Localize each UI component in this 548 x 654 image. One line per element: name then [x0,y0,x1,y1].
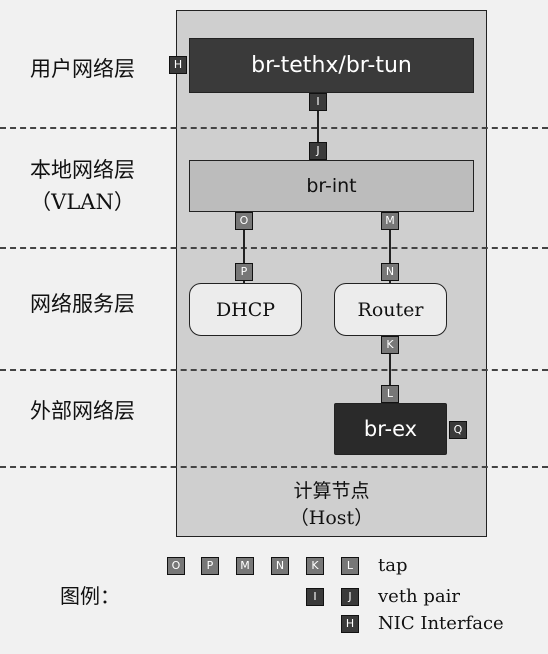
port-p: P [235,263,253,281]
legend-label-tap: tap [378,555,408,576]
legend-port-n: N [271,557,289,575]
legend-port-j: J [341,588,359,606]
legend-label-veth: veth pair [378,586,460,607]
host-subtitle: （Host） [289,507,374,529]
layer-label-service: 网络服务层 [30,292,135,316]
legend-port-k: K [306,557,324,575]
legend-port-l: L [341,557,359,575]
router-node: Router [334,283,447,336]
br-ex-bridge: br-ex [334,403,447,455]
layer-label-external: 外部网络层 [30,399,135,423]
layer-label-local: 本地网络层 [30,158,135,182]
legend-port-i: I [306,588,324,606]
legend-port-h: H [341,615,359,633]
legend-label-nic: NIC Interface [378,613,504,634]
port-l: L [381,385,399,403]
port-i: I [309,93,327,111]
port-k: K [381,336,399,354]
link-int-dhcp [243,212,245,283]
port-h: H [169,56,187,74]
port-j: J [309,142,327,160]
legend-port-o: O [167,557,185,575]
port-q: Q [449,421,467,439]
port-m: M [381,212,399,230]
layer-divider [0,466,548,468]
br-tun-bridge: br-tethx/br-tun [189,38,474,93]
legend-title: 图例： [60,584,120,608]
port-n: N [381,263,399,281]
router-label: Router [357,298,424,321]
link-tun-int [317,93,319,160]
host-caption: 计算节点 （Host） [176,478,487,532]
br-tun-label: br-tethx/br-tun [251,53,412,78]
port-o: O [235,212,253,230]
dhcp-node: DHCP [189,283,302,336]
layer-label-user: 用户网络层 [30,57,135,81]
br-int-bridge: br-int [189,160,474,212]
br-int-label: br-int [306,175,357,197]
link-int-router [389,212,391,283]
host-title: 计算节点 [293,480,370,502]
layer-divider [0,369,548,371]
layer-label-local-vlan: （VLAN） [30,190,135,214]
legend-port-p: P [201,557,219,575]
layer-divider [0,247,548,249]
br-ex-label: br-ex [363,417,418,441]
dhcp-label: DHCP [215,298,276,321]
layer-divider [0,127,548,129]
link-router-ex [389,336,391,403]
legend-port-m: M [236,557,254,575]
